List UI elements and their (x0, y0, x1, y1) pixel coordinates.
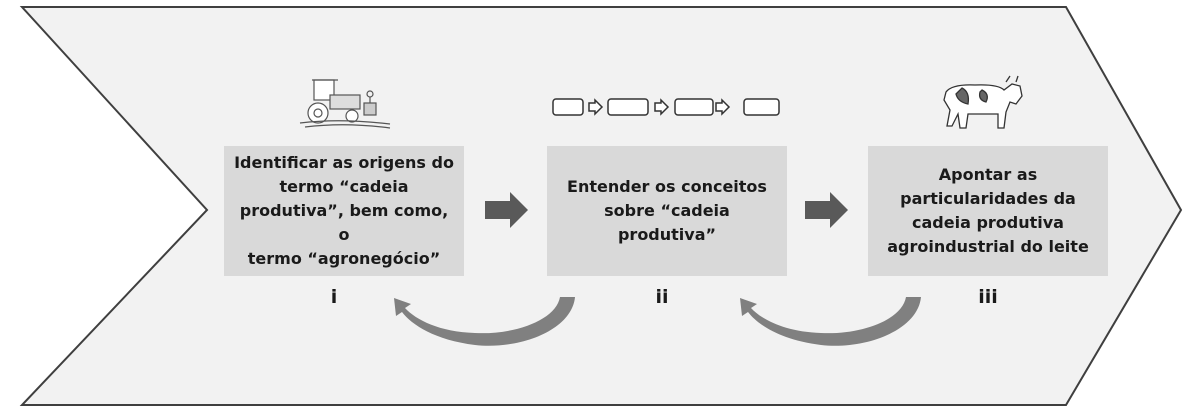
step-text-2: Entender os conceitos sobre “cadeia prod… (555, 175, 779, 247)
step-line: termo “agronegócio” (247, 249, 441, 268)
step-box-3: Apontar as particularidades da cadeia pr… (868, 146, 1108, 276)
step-line: produtiva”, bem como, o (239, 201, 449, 244)
step-line: sobre “cadeia produtiva” (604, 201, 730, 244)
step-line: particularidades da (900, 189, 1076, 208)
step-line: termo “cadeia (279, 177, 409, 196)
step-line: cadeia produtiva (912, 213, 1064, 232)
step-text-1: Identificar as origens do termo “cadeia … (232, 151, 456, 271)
step-box-1: Identificar as origens do termo “cadeia … (224, 146, 464, 276)
step-box-2: Entender os conceitos sobre “cadeia prod… (547, 146, 787, 276)
step-line: Entender os conceitos (567, 177, 767, 196)
step-line: Identificar as origens do (234, 153, 454, 172)
step-label-3: iii (978, 286, 998, 308)
step-label-2: ii (655, 286, 669, 308)
step-line: agroindustrial do leite (887, 237, 1089, 256)
step-line: Apontar as (938, 165, 1038, 184)
step-label-1: i (330, 286, 338, 308)
step-text-3: Apontar as particularidades da cadeia pr… (887, 163, 1089, 259)
